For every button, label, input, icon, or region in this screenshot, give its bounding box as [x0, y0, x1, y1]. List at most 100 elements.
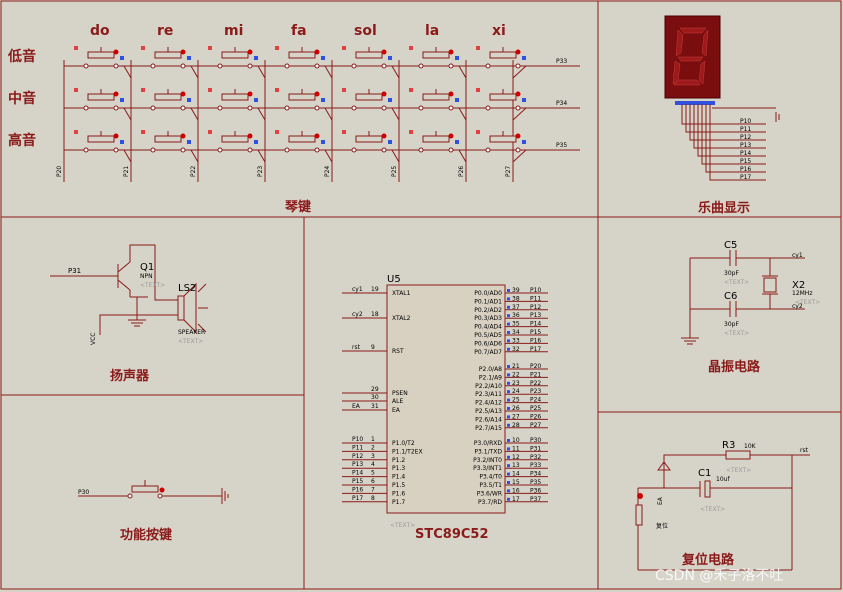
- pin-number: 15: [512, 479, 520, 486]
- pin-marker: [507, 439, 510, 442]
- pin-name: P0.6/AD6: [474, 340, 502, 347]
- svg-text:12MHz: 12MHz: [792, 290, 812, 297]
- pin-marker: [455, 140, 459, 144]
- pin-marker: [247, 133, 253, 139]
- pin-number: 2: [371, 444, 375, 451]
- pin-net: P23: [530, 388, 541, 395]
- pin-number: 21: [512, 363, 520, 370]
- pin-marker: [141, 46, 145, 50]
- pin-number: 31: [371, 403, 379, 410]
- pin-marker: [507, 464, 510, 468]
- pin-marker: [187, 56, 191, 60]
- pin-marker: [507, 489, 510, 493]
- piano-key-button: [275, 46, 333, 79]
- pin-name: ALE: [392, 398, 403, 405]
- pin-name: P3.5/T1: [479, 482, 502, 489]
- column-net-5: P25: [391, 166, 398, 177]
- pin-number: 19: [371, 286, 379, 293]
- pin-number: 9: [371, 344, 375, 351]
- pin-name: P1.5: [392, 482, 405, 489]
- pin-marker: [247, 91, 253, 97]
- piano-key-button: [141, 88, 199, 121]
- section-title-piano: 琴键: [285, 199, 311, 215]
- pin-net: P14: [530, 321, 541, 328]
- row-label-1: 中音: [8, 90, 36, 107]
- pin-number: 35: [512, 321, 520, 328]
- pin-marker: [321, 140, 325, 144]
- piano-key-button: [409, 88, 467, 121]
- pin-marker: [455, 98, 459, 102]
- piano-key-button: [208, 130, 266, 163]
- segment-net-4: P14: [740, 150, 751, 157]
- pin-name: P1.2: [392, 457, 405, 464]
- row-net-2: P35: [556, 142, 567, 149]
- pin-marker: [507, 398, 510, 402]
- pin-net: P36: [530, 487, 541, 494]
- pin-marker: [381, 91, 387, 97]
- pin-name: P3.1/TXD: [474, 448, 502, 455]
- pin-number: 17: [512, 496, 520, 503]
- seven-segment-display: [664, 15, 721, 99]
- pin-name: P3.3/INT1: [473, 465, 502, 472]
- segment-wire: [697, 104, 766, 157]
- section-title-reset: 复位电路: [681, 552, 735, 568]
- pin-marker: [507, 497, 510, 501]
- pin-name: XTAL1: [392, 290, 411, 297]
- pin-net: P24: [530, 397, 541, 404]
- svg-text:C1: C1: [698, 468, 711, 479]
- pin-marker: [275, 46, 279, 50]
- svg-text:NPN: NPN: [140, 273, 153, 280]
- pin-name: P2.7/A15: [475, 425, 502, 432]
- piano-key-button: [275, 130, 333, 163]
- reset-labels: R3 10K <TEXT> C1 10uf <TEXT> rst EA 复位: [656, 440, 809, 530]
- pin-name: P1.7: [392, 499, 405, 506]
- piano-key-button: [141, 46, 199, 79]
- pin-net: P13: [352, 461, 363, 468]
- row-net-1: P34: [556, 100, 567, 107]
- piano-key-button: [476, 88, 527, 121]
- pin-marker: [507, 305, 510, 309]
- pin-number: 8: [371, 495, 375, 502]
- pin-number: 25: [512, 397, 520, 404]
- segment-net-7: P17: [740, 174, 751, 181]
- pin-marker: [113, 133, 119, 139]
- pin-marker: [448, 133, 454, 139]
- svg-text:cy1: cy1: [792, 252, 803, 259]
- pin-marker: [275, 88, 279, 92]
- svg-text:cy2: cy2: [792, 303, 803, 310]
- piano-key-button: [476, 130, 527, 163]
- pin-marker: [314, 49, 320, 55]
- segment-net-3: P13: [740, 142, 751, 149]
- pin-name: P2.3/A11: [475, 391, 502, 398]
- pin-marker: [522, 140, 526, 144]
- pin-net: P30: [530, 437, 541, 444]
- segment-net-1: P11: [740, 126, 751, 133]
- svg-text:U5: U5: [387, 274, 401, 285]
- pin-number: 34: [512, 329, 520, 336]
- pin-marker: [275, 130, 279, 134]
- pin-name: P1.6: [392, 490, 405, 497]
- pin-marker: [522, 98, 526, 102]
- svg-text:<TEXT>: <TEXT>: [724, 330, 749, 337]
- segment-wire: [701, 104, 766, 165]
- pin-marker: [342, 46, 346, 50]
- pin-marker: [476, 88, 480, 92]
- pin-marker: [74, 130, 78, 134]
- pin-name: P2.2/A10: [475, 383, 502, 390]
- pin-number: 12: [512, 454, 520, 461]
- segment-net-5: P15: [740, 158, 751, 165]
- piano-key-button: [74, 130, 132, 163]
- pin-number: 26: [512, 405, 520, 412]
- pin-number: 32: [512, 346, 520, 353]
- pin-marker: [507, 289, 510, 292]
- piano-key-button: [342, 88, 400, 121]
- pin-marker: [381, 49, 387, 55]
- speaker-circuit: [50, 244, 208, 335]
- pin-net: P37: [530, 496, 541, 503]
- svg-text:复位: 复位: [656, 522, 668, 530]
- segment-net-0: P10: [740, 118, 751, 125]
- pin-number: 38: [512, 295, 520, 302]
- note-label-mi: mi: [224, 23, 243, 39]
- pin-net: P20: [530, 363, 541, 370]
- pin-name: P0.1/AD1: [474, 298, 502, 305]
